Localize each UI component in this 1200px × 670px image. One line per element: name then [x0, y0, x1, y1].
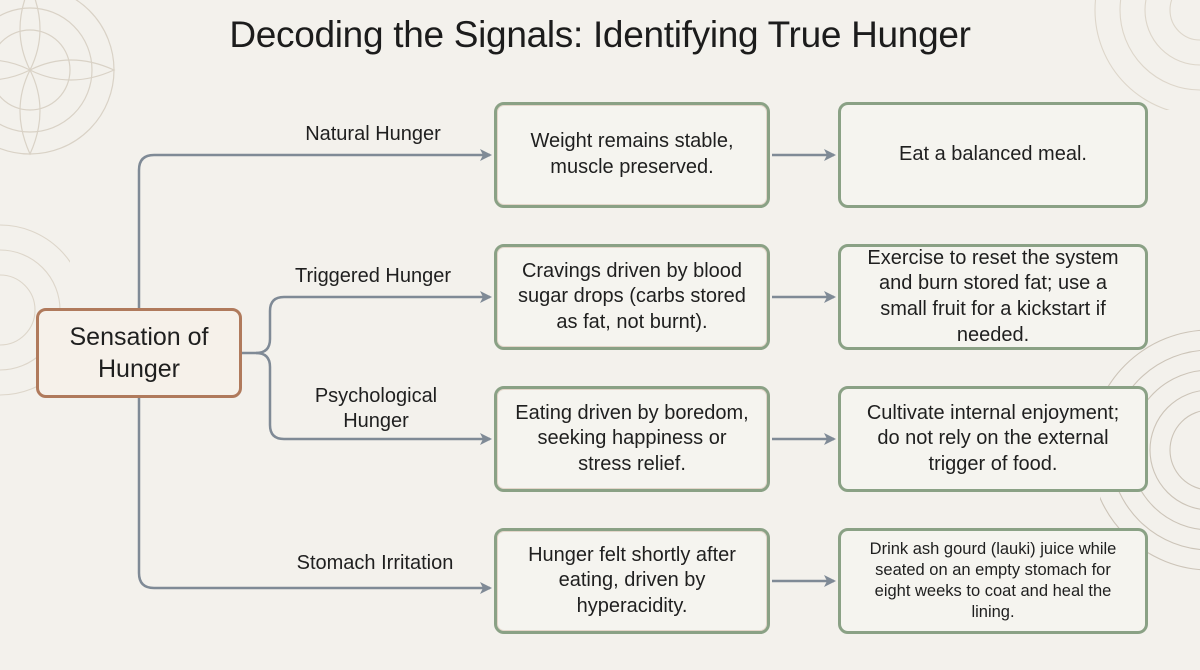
branch-label-psychological: Psychological Hunger [314, 385, 438, 432]
connector-root-stomach [137, 398, 492, 594]
description-box-psychological: Eating driven by boredom, seeking happin… [494, 386, 770, 492]
description-box-triggered: Cravings driven by blood sugar drops (ca… [494, 244, 770, 350]
action-box-psychological: Cultivate internal enjoyment; do not rel… [838, 386, 1148, 492]
branch-label-triggered: Triggered Hunger [294, 265, 451, 287]
connector-root-trunk [242, 291, 492, 355]
connector-root-natural [137, 149, 492, 308]
description-box-natural: Weight remains stable, muscle preserved. [494, 102, 770, 208]
branch-label-stomach: Stomach Irritation [296, 552, 454, 574]
root-node: Sensation of Hunger [36, 308, 242, 398]
connector-root-psychological [255, 351, 492, 445]
page-title: Decoding the Signals: Identifying True H… [229, 14, 971, 55]
action-box-triggered: Exercise to reset the system and burn st… [838, 244, 1148, 350]
action-box-stomach: Drink ash gourd (lauki) juice while seat… [838, 528, 1148, 634]
description-box-stomach: Hunger felt shortly after eating, driven… [494, 528, 770, 634]
branch-label-natural: Natural Hunger [305, 123, 441, 145]
action-box-natural: Eat a balanced meal. [838, 102, 1148, 208]
